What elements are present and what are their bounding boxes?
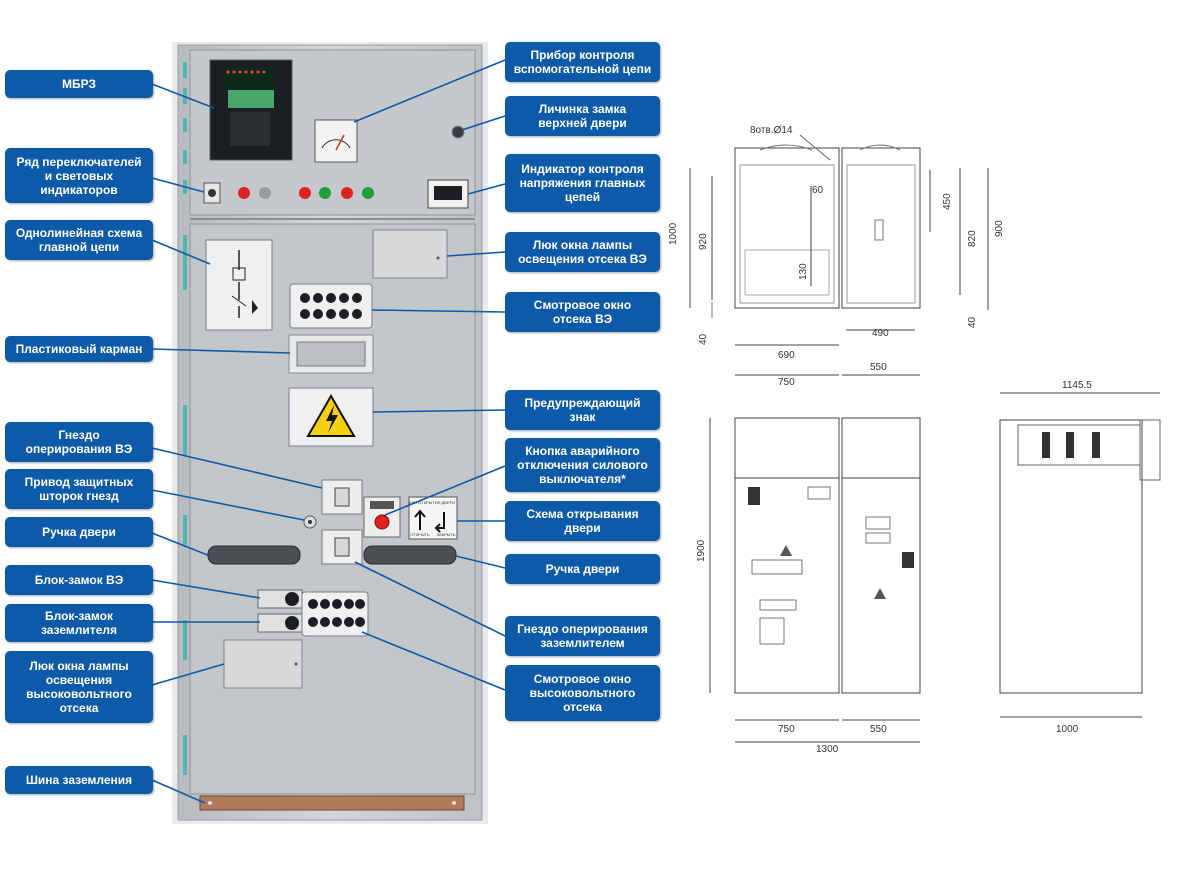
svg-text:1000: 1000 bbox=[668, 222, 679, 245]
door-opening-scheme bbox=[408, 496, 458, 540]
red-indicator-2 bbox=[299, 187, 311, 199]
callout-emergency-button: Кнопка аварийного отключения силового вы… bbox=[505, 438, 660, 492]
callout-door-opening-scheme: Схема открывания двери bbox=[505, 501, 660, 541]
ground-bus bbox=[199, 795, 465, 811]
svg-text:750: 750 bbox=[778, 724, 795, 735]
svg-text:60: 60 bbox=[812, 185, 824, 196]
callout-ve-block-lock: Блок-замок ВЭ bbox=[5, 565, 153, 595]
svg-text:920: 920 bbox=[698, 233, 709, 250]
callout-earth-socket: Гнездо оперирования заземлителем bbox=[505, 616, 660, 656]
callout-switch-row: Ряд переключателей и световых индикаторо… bbox=[5, 148, 153, 203]
red-indicator-3 bbox=[341, 187, 353, 199]
callout-ve-lamp-hatch: Люк окна лампы освещения отсека ВЭ bbox=[505, 232, 660, 272]
callout-ground-bus: Шина заземления bbox=[5, 766, 153, 794]
callout-earth-block-lock: Блок-замок заземлителя bbox=[5, 604, 153, 642]
callout-hv-lamp-hatch: Люк окна лампы освещения высоковольтного… bbox=[5, 651, 153, 723]
svg-text:690: 690 bbox=[778, 350, 795, 361]
door-handle-right bbox=[363, 545, 457, 565]
svg-text:900: 900 bbox=[994, 220, 1005, 237]
svg-text:40: 40 bbox=[698, 333, 709, 345]
svg-text:820: 820 bbox=[967, 230, 978, 247]
red-indicator-1 bbox=[238, 187, 250, 199]
callout-warning-sign: Предупреждающий знак bbox=[505, 390, 660, 430]
callout-door-handle-left: Ручка двери bbox=[5, 517, 153, 547]
plan-right-cell bbox=[841, 147, 921, 309]
callout-voltage-indicator: Индикатор контроля напряжения главных це… bbox=[505, 154, 660, 212]
svg-text:490: 490 bbox=[872, 328, 889, 339]
side-view-body bbox=[999, 419, 1143, 694]
svg-text:550: 550 bbox=[870, 362, 887, 373]
callout-mbrz: МБРЗ bbox=[5, 70, 153, 98]
svg-text:1145.5: 1145.5 bbox=[1062, 380, 1092, 391]
ve-viewing-window bbox=[289, 283, 373, 329]
grey-indicator bbox=[259, 187, 271, 199]
callout-aux-meter: Прибор контроля вспомогательной цепи bbox=[505, 42, 660, 82]
svg-text:750: 750 bbox=[778, 377, 795, 388]
svg-text:1000: 1000 bbox=[1056, 724, 1079, 735]
svg-text:ЗАКРЫТЬ: ЗАКРЫТЬ bbox=[437, 532, 456, 537]
callout-door-handle-right: Ручка двери bbox=[505, 554, 660, 584]
svg-text:130: 130 bbox=[798, 263, 809, 280]
plan-holes-note: 8отв.Ø14 bbox=[750, 125, 793, 136]
svg-text:550: 550 bbox=[870, 724, 887, 735]
svg-text:40: 40 bbox=[967, 316, 978, 328]
callout-single-line-scheme: Однолинейная схема главной цепи bbox=[5, 220, 153, 260]
scheme-text: ДЛЯ ОТКРЫТИЯ ДВЕРИ bbox=[409, 500, 455, 505]
callout-plastic-pocket: Пластиковый карман bbox=[5, 336, 153, 362]
green-indicator-2 bbox=[362, 187, 374, 199]
plan-left-cell bbox=[734, 147, 840, 309]
callout-shutter-drive: Привод защитных шторок гнезд bbox=[5, 469, 153, 509]
svg-text:1300: 1300 bbox=[816, 744, 839, 755]
front-left-cell bbox=[734, 417, 840, 694]
callout-ve-viewing-window: Смотровое окно отсека ВЭ bbox=[505, 292, 660, 332]
green-indicator-1 bbox=[319, 187, 331, 199]
emergency-button bbox=[374, 514, 390, 530]
lock-escutcheon bbox=[451, 125, 465, 139]
callout-hv-viewing-window: Смотровое окно высоковольтного отсека bbox=[505, 665, 660, 721]
callout-lock-escutcheon: Личинка замка верхней двери bbox=[505, 96, 660, 136]
callout-ve-socket: Гнездо оперирования ВЭ bbox=[5, 422, 153, 462]
svg-text:ОТКРЫТЬ: ОТКРЫТЬ bbox=[410, 532, 430, 537]
front-right-cell bbox=[841, 417, 921, 694]
svg-text:1900: 1900 bbox=[696, 539, 707, 562]
hv-lamp-hatch bbox=[223, 639, 303, 689]
ve-lamp-hatch bbox=[372, 229, 448, 279]
svg-text:450: 450 bbox=[942, 193, 953, 210]
aux-meter bbox=[314, 119, 358, 163]
